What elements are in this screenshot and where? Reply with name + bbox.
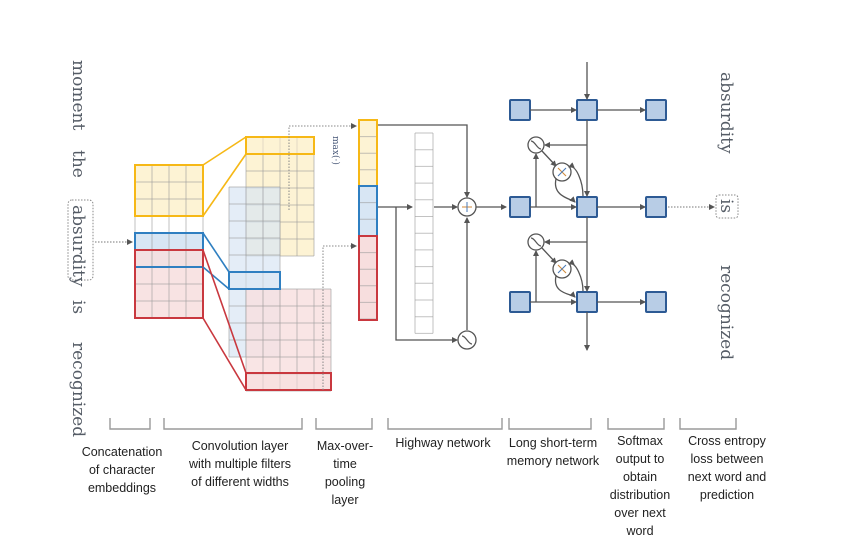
stage-bracket	[109, 418, 151, 430]
input-word: is	[68, 300, 88, 314]
pooled-yellow	[358, 119, 378, 187]
filter-connectors	[202, 136, 247, 391]
convolution-feature-maps	[228, 136, 332, 392]
pooled-red	[358, 235, 378, 320]
lstm-cell	[509, 99, 531, 121]
embed-yellow-filter	[134, 164, 204, 217]
input-word-highlight-box	[67, 199, 94, 281]
lstm-cell	[645, 196, 667, 218]
sigmoid-icon	[457, 330, 477, 350]
lstm-cell	[576, 99, 598, 121]
caption-convolution: Convolution layer with multiple filters …	[188, 439, 292, 489]
input-words: moment the absurdity is recognized	[67, 60, 94, 437]
highway-carry-line	[378, 124, 470, 198]
embed-yellow-rows	[134, 164, 204, 217]
highway-vector	[414, 132, 434, 334]
gate-to-mult-arrow	[541, 150, 557, 167]
sigmoid-curve	[530, 140, 542, 150]
lstm-network	[509, 62, 667, 351]
highway-network	[414, 132, 434, 334]
highway-gate-line	[395, 207, 458, 343]
embed-red-filter	[134, 249, 204, 319]
multiply-icon	[552, 162, 572, 182]
stage-bracket	[315, 418, 373, 430]
conv-yellow-selected-row	[245, 136, 315, 155]
input-word: moment	[68, 60, 88, 130]
lstm-cell	[576, 196, 598, 218]
embed-empty-row	[134, 215, 204, 234]
pooled-blue-fill	[359, 186, 377, 236]
stage-bracket	[508, 418, 592, 430]
caption-highway: Highway network	[395, 436, 491, 450]
lstm-cell	[645, 291, 667, 313]
cell-to-mult-arrow	[568, 162, 584, 197]
lstm-cell	[645, 99, 667, 121]
stage-bracket	[387, 418, 503, 430]
maxpool-arrow-red	[322, 243, 357, 390]
maxpool-arrow-yellow	[288, 123, 357, 210]
output-words: absurdity is recognized	[715, 72, 739, 360]
output-word: absurdity	[716, 72, 736, 154]
sigmoid-curve	[530, 237, 542, 247]
caption-char-embeddings: Concatenation of character embeddings	[81, 445, 163, 495]
stage-brackets	[109, 418, 737, 430]
connector-yellow-bottom	[202, 153, 247, 217]
lstm-cell	[509, 196, 531, 218]
sigmoid-icon	[527, 233, 545, 251]
input-word: the	[68, 150, 88, 178]
stage-bracket	[163, 418, 303, 430]
conv-red-selected-row	[245, 372, 332, 391]
caption-cross-entropy: Cross entropy loss between next word and…	[687, 434, 767, 502]
pooled-red-border	[358, 235, 378, 321]
connector-red-bottom	[202, 317, 247, 391]
output-word: is	[716, 199, 736, 213]
connector-red-top	[202, 249, 247, 374]
multiply-stroke	[557, 167, 567, 177]
mult-to-cell-arrow	[554, 275, 576, 298]
pooled-red-fill	[359, 236, 377, 319]
caption-lstm: Long short-term memory network	[506, 436, 600, 468]
char-embedding-matrix	[134, 164, 204, 319]
multiply-icon	[552, 259, 572, 279]
connector-yellow-top	[202, 136, 247, 166]
stage-bracket	[607, 418, 665, 430]
cell-to-mult-arrow	[568, 259, 584, 292]
lstm-cell	[509, 291, 531, 313]
connector-blue-bottom	[202, 266, 230, 290]
caption-max-pooling: Max-over- time pooling layer	[316, 439, 374, 507]
connector-blue-top	[202, 232, 230, 273]
input-word: absurdity	[68, 205, 88, 287]
pooled-blue	[358, 185, 378, 237]
input-word: recognized	[68, 342, 88, 437]
pooled-vector	[358, 119, 378, 321]
max-pool-label: max(·)	[330, 136, 341, 165]
output-word: recognized	[716, 265, 736, 360]
mult-to-cell-arrow	[554, 178, 576, 203]
lstm-cell	[576, 291, 598, 313]
sigmoid-icon	[527, 136, 545, 154]
plus-icon	[457, 197, 477, 217]
caption-softmax: Softmax output to obtain distribution ov…	[609, 434, 671, 538]
conv-blue-selected-row	[228, 271, 281, 290]
gate-to-mult-arrow	[541, 247, 557, 264]
embed-red-rows	[134, 249, 204, 319]
stage-bracket	[679, 418, 737, 430]
multiply-stroke	[557, 264, 567, 274]
